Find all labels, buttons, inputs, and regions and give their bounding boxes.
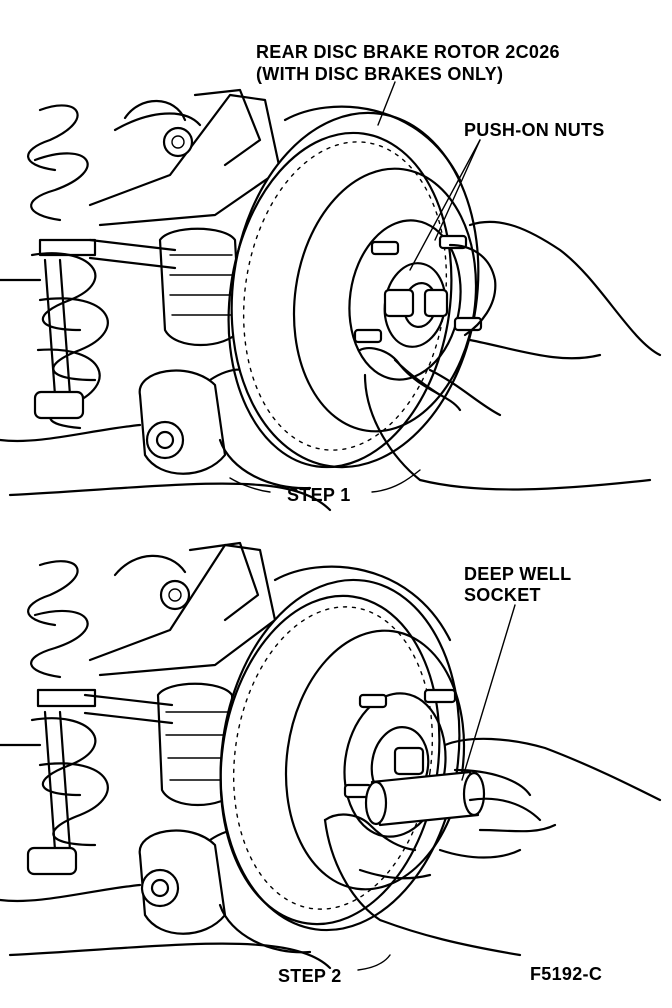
step2-panel: DEEP WELL SOCKET STEP 2 F5192-C [0,541,662,986]
upper-control-arm-2 [88,541,277,677]
wheel-studs-step2 [343,688,457,799]
step2-label: STEP 2 [278,966,342,986]
hands-step1 [358,220,662,491]
shock-absorber-2 [26,688,97,876]
step1-panel: REAR DISC BRAKE ROTOR 2C026 (WITH DISC B… [0,42,662,512]
step1-label: STEP 1 [287,485,351,505]
deep-well-label-line2: SOCKET [464,585,541,605]
figure-id: F5192-C [530,964,602,984]
socket-leader [461,604,516,781]
shock-absorber [33,238,97,420]
rotor-step2 [219,565,466,932]
rotor-step1 [227,105,480,469]
rotor-callout-line1: REAR DISC BRAKE ROTOR 2C026 [256,42,560,62]
upper-control-arm [88,88,282,227]
wheel-studs-step1 [353,234,483,344]
deep-well-socket [364,770,486,827]
push-on-leader-a [409,139,481,271]
coil-spring-2 [0,560,142,903]
step2-leader [357,954,391,971]
ground-line-step1 [8,482,332,512]
ground-line-step2 [8,942,332,970]
hands-step2 [323,737,662,957]
rotor-leader [377,81,396,126]
lower-bushing [138,368,282,475]
axle-boot [88,227,242,347]
rotor-callout-line2: (WITH DISC BRAKES ONLY) [256,64,503,84]
push-on-nuts-label: PUSH-ON NUTS [464,120,605,140]
deep-well-label-line1: DEEP WELL [464,564,571,584]
push-on-leader-b [434,139,481,241]
step1-leader [371,469,421,493]
